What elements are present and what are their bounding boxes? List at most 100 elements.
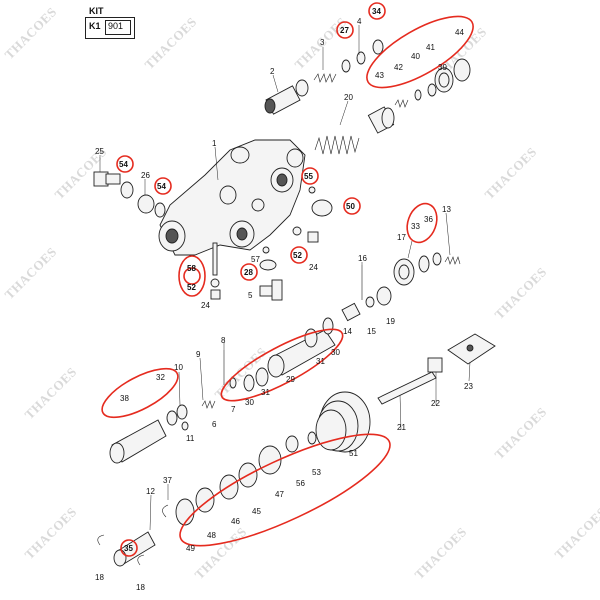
label-24-b: 24	[201, 301, 210, 310]
part-52-washer-b	[210, 278, 220, 288]
label-27: 27	[340, 26, 349, 35]
valve-body	[158, 139, 306, 256]
label-55: 55	[304, 172, 313, 181]
kit-number: 901	[108, 21, 124, 31]
label-12: 12	[146, 487, 155, 496]
part-43-sleeve	[367, 106, 395, 134]
label-49: 49	[186, 544, 195, 553]
part-56-ring	[285, 435, 299, 453]
label-33: 33	[411, 222, 420, 231]
part-labels: 1 2 3 4 5 6 7 8 9 10 11 12 13 14 15 16 1…	[95, 7, 473, 592]
part-15-ring	[365, 296, 375, 308]
part-34-snapring	[372, 39, 384, 55]
part-58-pin	[212, 242, 218, 276]
label-43: 43	[375, 71, 384, 80]
part-57-oring	[262, 246, 270, 254]
label-38: 38	[120, 394, 129, 403]
label-10: 10	[174, 363, 183, 372]
label-57: 57	[251, 255, 260, 264]
label-39: 39	[438, 63, 447, 72]
label-19: 19	[386, 317, 395, 326]
part-37-clip	[162, 504, 169, 518]
part-55-oring	[308, 186, 316, 194]
part-20-spring	[314, 135, 360, 155]
label-51: 51	[349, 449, 358, 458]
part-3-spring	[313, 73, 337, 83]
part-10-ring	[176, 404, 188, 420]
part-32-ring	[166, 410, 178, 426]
label-47: 47	[275, 490, 284, 499]
label-7: 7	[231, 405, 236, 414]
label-26: 26	[141, 171, 150, 180]
svg-text:THACOES: THACOES	[192, 524, 250, 582]
label-42: 42	[394, 63, 403, 72]
label-58: 58	[187, 264, 196, 273]
label-31-a: 31	[316, 357, 325, 366]
part-26-washer	[137, 194, 155, 214]
part-18-clip-a	[97, 534, 105, 546]
label-20: 20	[344, 93, 353, 102]
label-41: 41	[426, 43, 435, 52]
part-27-ring	[341, 59, 351, 73]
label-53: 53	[312, 468, 321, 477]
label-35: 35	[124, 544, 133, 553]
label-16: 16	[358, 254, 367, 263]
part-54-washer-a	[120, 181, 134, 199]
part-49-ring	[175, 498, 195, 526]
label-30-b: 30	[245, 398, 254, 407]
label-22: 22	[431, 399, 440, 408]
label-3: 3	[320, 38, 325, 47]
label-44: 44	[455, 28, 464, 37]
part-4-ring	[356, 51, 366, 65]
label-56: 56	[296, 479, 305, 488]
svg-text:THACOES: THACOES	[22, 504, 80, 562]
label-34: 34	[372, 7, 381, 16]
svg-text:THACOES: THACOES	[2, 4, 60, 62]
label-9: 9	[196, 350, 201, 359]
label-31-b: 31	[261, 388, 270, 397]
part-38-spool	[109, 419, 167, 464]
svg-text:THACOES: THACOES	[22, 364, 80, 422]
label-28: 28	[244, 268, 253, 277]
part-2-plunger	[264, 79, 309, 115]
label-23: 23	[464, 382, 473, 391]
label-36: 36	[424, 215, 433, 224]
part-18-clip-b	[137, 554, 145, 566]
label-48: 48	[207, 531, 216, 540]
svg-text:THACOES: THACOES	[142, 14, 200, 72]
part-52-washer-a	[292, 226, 302, 236]
label-1: 1	[212, 139, 217, 148]
part-24-plug-b	[210, 289, 221, 300]
part-28-seal	[259, 259, 277, 271]
label-6: 6	[212, 420, 217, 429]
svg-text:THACOES: THACOES	[492, 404, 550, 462]
part-54-washer-b	[154, 202, 166, 218]
kit-markers	[116, 2, 438, 557]
label-14: 14	[343, 327, 352, 336]
part-23-clevis	[447, 333, 496, 365]
kit-title: KIT	[89, 6, 104, 16]
part-44-ring	[453, 58, 471, 82]
part-29-sleeve	[267, 329, 336, 378]
kit-box: KIT K1 901	[85, 6, 135, 39]
label-18-a: 18	[95, 573, 104, 582]
label-5: 5	[248, 291, 253, 300]
part-5-fitting	[259, 279, 283, 301]
part-30-ring-b	[243, 374, 255, 392]
highlight-layer	[101, 15, 474, 547]
part-11-ring	[181, 421, 189, 431]
label-17: 17	[397, 233, 406, 242]
label-46: 46	[231, 517, 240, 526]
label-29: 29	[286, 375, 295, 384]
part-13-spring	[444, 256, 461, 265]
part-21-rod	[377, 371, 437, 405]
part-50-plug	[311, 199, 333, 217]
part-30-ring-a	[322, 317, 334, 335]
label-52-b: 52	[187, 283, 196, 292]
part-24-plug-a	[307, 231, 319, 243]
label-45: 45	[252, 507, 261, 516]
part-7-ring	[229, 377, 237, 389]
label-24-a: 24	[309, 263, 318, 272]
